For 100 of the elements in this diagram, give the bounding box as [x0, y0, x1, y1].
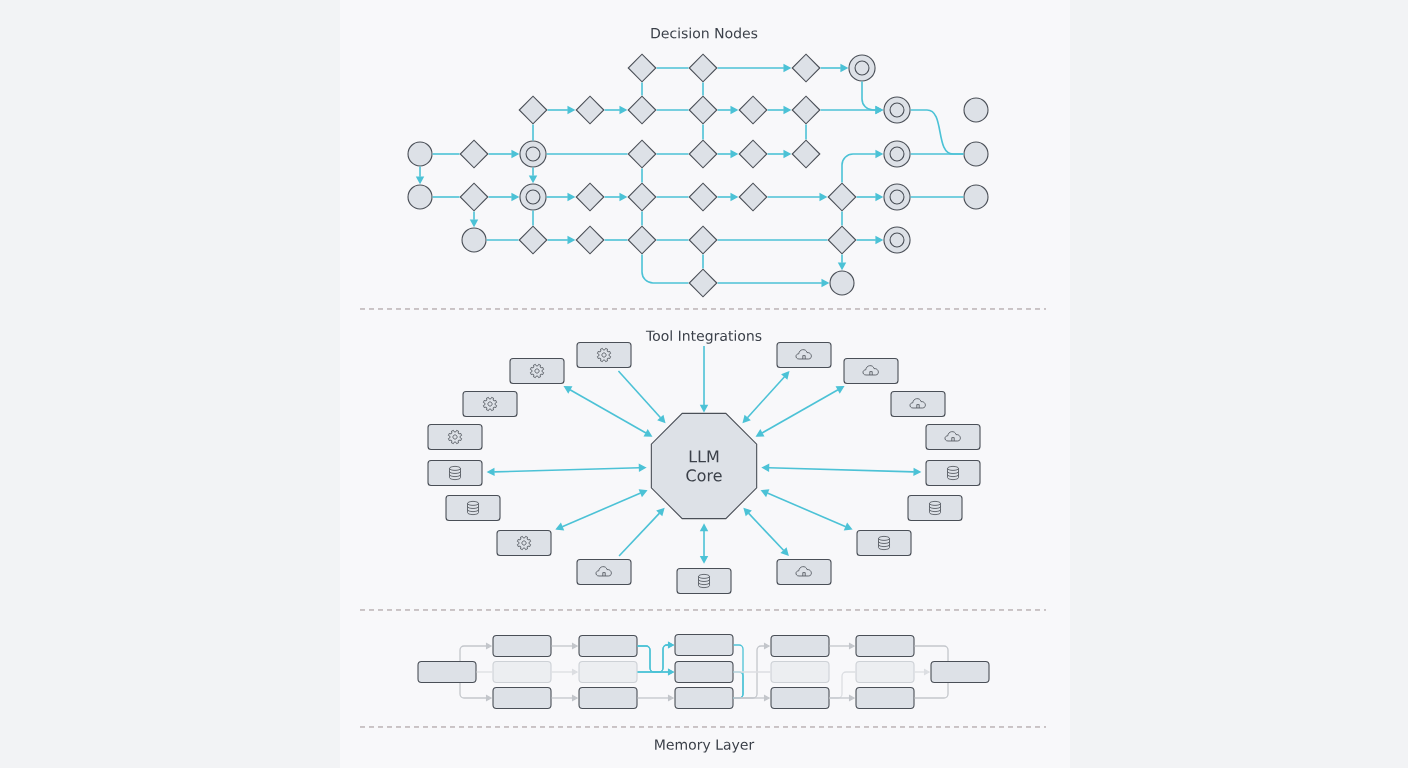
decision-diamond	[688, 53, 718, 83]
state-circle	[461, 227, 487, 253]
decision-diamond	[738, 95, 768, 125]
double-circle	[519, 183, 547, 211]
memory-block	[930, 660, 990, 684]
decision-diamond	[575, 225, 605, 255]
connector-line	[702, 81, 704, 97]
connector-line	[909, 153, 965, 155]
tool-box	[925, 423, 981, 451]
double-circle	[883, 96, 911, 124]
decision-diamond	[575, 95, 605, 125]
tool-box	[509, 357, 565, 385]
double-circle	[848, 54, 876, 82]
decision-diamond	[627, 225, 657, 255]
memory-block	[770, 634, 830, 658]
decision-diamond	[688, 268, 718, 298]
state-circle	[407, 184, 433, 210]
connector-line	[702, 123, 704, 141]
memory-block	[492, 660, 552, 684]
connector-line	[732, 671, 772, 673]
decision-diamond	[791, 95, 821, 125]
decision-diamond	[575, 182, 605, 212]
connector-line	[655, 239, 690, 241]
connector-line	[545, 153, 629, 155]
tool-box	[445, 494, 501, 522]
decision-diamond	[738, 182, 768, 212]
state-circle	[829, 270, 855, 296]
state-circle	[407, 141, 433, 167]
memory-block	[492, 686, 552, 710]
connector-line	[805, 123, 807, 141]
memory-block	[674, 660, 734, 684]
decision-diamond	[688, 95, 718, 125]
connector-line	[655, 153, 690, 155]
memory-block	[417, 660, 477, 684]
memory-block	[855, 686, 915, 710]
memory-block	[674, 633, 734, 657]
connector-line	[431, 153, 461, 155]
section-heading: Decision Nodes	[651, 27, 758, 39]
decision-diamond	[459, 182, 489, 212]
memory-block	[855, 634, 915, 658]
decision-diamond	[627, 182, 657, 212]
tool-box	[843, 357, 899, 385]
tool-box	[576, 558, 632, 586]
tool-box	[427, 423, 483, 451]
connector-line	[532, 123, 534, 142]
section-heading: Tool Integrations	[645, 330, 762, 344]
double-circle	[883, 226, 911, 254]
double-circle	[883, 183, 911, 211]
connector-line	[841, 210, 843, 227]
memory-block	[578, 634, 638, 658]
tool-box	[776, 558, 832, 586]
connector-line	[702, 253, 704, 270]
state-circle	[963, 184, 989, 210]
decision-diamond	[827, 225, 857, 255]
connector-line	[485, 239, 520, 241]
decision-diamond	[518, 225, 548, 255]
connector-line	[655, 109, 690, 111]
connector-line	[532, 209, 534, 227]
tool-box	[856, 529, 912, 557]
decision-diamond	[627, 139, 657, 169]
memory-block	[674, 686, 734, 710]
connector-line	[655, 67, 690, 69]
connector-line	[655, 196, 690, 198]
tool-box	[676, 567, 732, 595]
decision-diamond	[627, 53, 657, 83]
tool-box	[496, 529, 552, 557]
decision-diamond	[459, 139, 489, 169]
tool-box	[427, 459, 483, 487]
decision-diamond	[688, 182, 718, 212]
double-circle	[883, 140, 911, 168]
tool-box	[776, 341, 832, 369]
tool-box	[890, 390, 946, 418]
decision-diamond	[791, 53, 821, 83]
memory-block	[578, 660, 638, 684]
memory-block	[770, 686, 830, 710]
connector-line	[431, 196, 461, 198]
decision-diamond	[688, 225, 718, 255]
tool-box	[907, 494, 963, 522]
section-heading: Memory Layer	[655, 739, 755, 753]
connector-line	[641, 167, 643, 184]
connector-line	[641, 253, 690, 284]
connector-line	[603, 239, 629, 241]
memory-block	[855, 660, 915, 684]
connector-line	[641, 210, 643, 227]
connector-line	[732, 644, 744, 699]
core-octagon: LLM Core	[650, 412, 758, 520]
tool-box	[925, 459, 981, 487]
connector-line	[641, 81, 643, 97]
connector-line	[909, 196, 965, 198]
double-circle	[519, 140, 547, 168]
state-circle	[963, 97, 989, 123]
connector-line	[913, 645, 949, 662]
memory-block	[770, 660, 830, 684]
memory-block	[492, 634, 552, 658]
decision-diamond	[738, 139, 768, 169]
connector-line	[913, 682, 949, 699]
state-circle	[963, 141, 989, 167]
decision-diamond	[627, 95, 657, 125]
tool-box	[576, 341, 632, 369]
decision-diamond	[827, 182, 857, 212]
